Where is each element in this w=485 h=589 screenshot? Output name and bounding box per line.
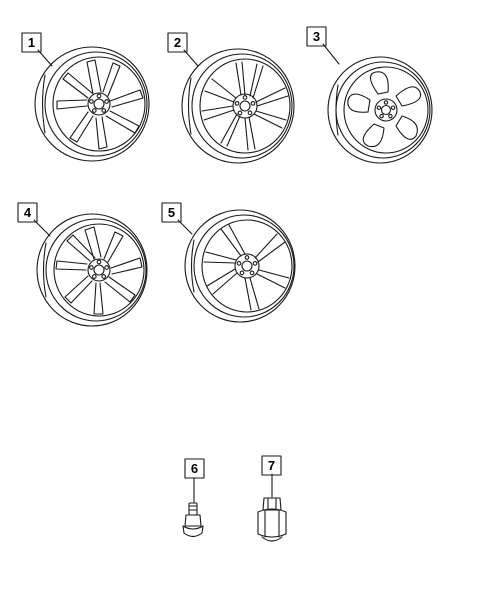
wheel-4	[36, 213, 148, 327]
callout-label-1: 1	[28, 35, 35, 50]
callout-box-7	[261, 455, 282, 476]
wheel-2	[181, 48, 295, 164]
callout-label-2: 2	[174, 35, 181, 50]
callout-label-4: 4	[24, 205, 32, 220]
wheel-5	[184, 209, 296, 323]
lug-nut	[257, 497, 287, 542]
callout-box-3	[306, 26, 327, 47]
callout-label-3: 3	[313, 29, 320, 44]
wheel-3	[327, 56, 433, 164]
wheel-1	[34, 46, 150, 162]
callout-label-7: 7	[268, 458, 275, 473]
callout-box-5	[161, 202, 182, 223]
callout-label-5: 5	[168, 205, 175, 220]
callout-box-2	[167, 32, 188, 53]
callout-box-6	[184, 458, 205, 479]
callout-box-4	[17, 202, 38, 223]
valve-stem	[182, 502, 204, 538]
callout-box-1	[21, 32, 42, 53]
callout-label-6: 6	[191, 461, 198, 476]
